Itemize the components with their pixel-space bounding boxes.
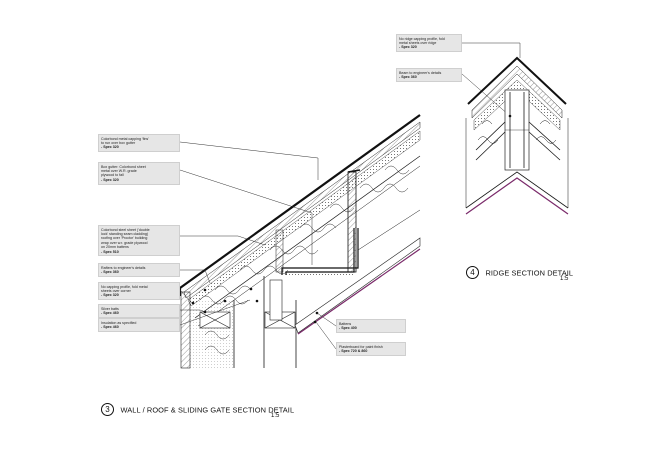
label-text: Insulation as specified bbox=[101, 320, 137, 325]
label-text: Battens bbox=[339, 321, 352, 326]
label-battens: Battens - Spec 400 bbox=[336, 319, 406, 333]
label-text: Colorbond metal capping 'fins' to run ov… bbox=[101, 136, 149, 145]
label-insulation: Insulation as specified - Spec 460 bbox=[98, 318, 180, 332]
label-plasterboard: Plasterboard for paint finish - Spec 720… bbox=[336, 342, 406, 356]
label-spec: - Spec 320 bbox=[101, 145, 119, 150]
label-rafters: Rafters to engineer's details - Spec 360 bbox=[98, 263, 180, 277]
capping-fin bbox=[347, 169, 361, 273]
detail-name: RIDGE SECTION DETAIL bbox=[485, 268, 574, 278]
batten-strip bbox=[294, 237, 421, 334]
label-spec: - Spec 510 bbox=[101, 249, 119, 254]
detail-scale: 1:5 bbox=[271, 413, 280, 419]
label-text: Box gutter: Colorbond sheet metal over W… bbox=[101, 164, 146, 178]
detail-number: 4 bbox=[466, 266, 479, 280]
label-colorbond-sheet: Colorbond steel sheet ('double lock' sta… bbox=[98, 225, 180, 257]
label-capping-fins: Colorbond metal capping 'fins' to run ov… bbox=[98, 134, 180, 153]
label-text: Colorbond steel sheet ('double lock' sta… bbox=[101, 227, 150, 250]
rafter-line bbox=[194, 155, 421, 319]
label-no-capping: No capping profile, fold metal sheets ov… bbox=[98, 282, 180, 301]
insulation-band bbox=[187, 130, 421, 307]
roof-sheet bbox=[179, 114, 421, 289]
ridge-section bbox=[465, 56, 569, 215]
detail-title-ridge: 4 RIDGE SECTION DETAIL 1:5 bbox=[466, 264, 586, 288]
detail-title-wall-roof: 3 WALL / ROOF & SLIDING GATE SECTION DET… bbox=[101, 401, 301, 425]
label-spec: - Spec 720 & 860 bbox=[339, 348, 368, 353]
ridge-sheet bbox=[467, 56, 567, 105]
label-text: Rafters to engineer's details bbox=[101, 265, 146, 270]
label-ridge-capping: No ridge capping profile, fold metal she… bbox=[396, 34, 462, 53]
label-text: Plasterboard for paint finish bbox=[339, 344, 383, 349]
label-text: Beam to engineer's details bbox=[399, 70, 442, 75]
leader-lines bbox=[179, 42, 521, 350]
detail-scale: 1:5 bbox=[560, 276, 569, 282]
batt-symbols bbox=[199, 165, 410, 355]
box-gutter bbox=[281, 228, 359, 275]
label-spec: - Spec 460 bbox=[101, 310, 119, 315]
label-spec: - Spec 400 bbox=[339, 325, 357, 330]
label-spec: - Spec 360 bbox=[101, 269, 119, 274]
label-silver-batts: Silver batts - Spec 460 bbox=[98, 304, 180, 318]
plasterboard-line bbox=[297, 248, 421, 335]
timber-members bbox=[199, 279, 296, 329]
label-spec: - Spec 320 bbox=[101, 293, 119, 298]
label-beam: Beam to engineer's details - Spec 360 bbox=[396, 68, 462, 82]
detail-name: WALL / ROOF & SLIDING GATE SECTION DETAI… bbox=[120, 405, 295, 415]
label-text: No ridge capping profile, fold metal she… bbox=[399, 36, 445, 45]
label-spec: - Spec 320 bbox=[101, 177, 119, 182]
label-text: No capping profile, fold metal sheets ov… bbox=[101, 284, 148, 293]
label-spec: - Spec 460 bbox=[101, 324, 119, 329]
ridge-plasterboard bbox=[465, 177, 569, 215]
label-text: Silver batts bbox=[101, 306, 119, 311]
label-spec: - Spec 360 bbox=[399, 74, 417, 79]
detail-number: 3 bbox=[101, 403, 114, 417]
wall-cladding bbox=[180, 291, 191, 369]
label-box-gutter: Box gutter: Colorbond sheet metal over W… bbox=[98, 162, 180, 185]
label-spec: - Spec 320 bbox=[399, 45, 417, 50]
